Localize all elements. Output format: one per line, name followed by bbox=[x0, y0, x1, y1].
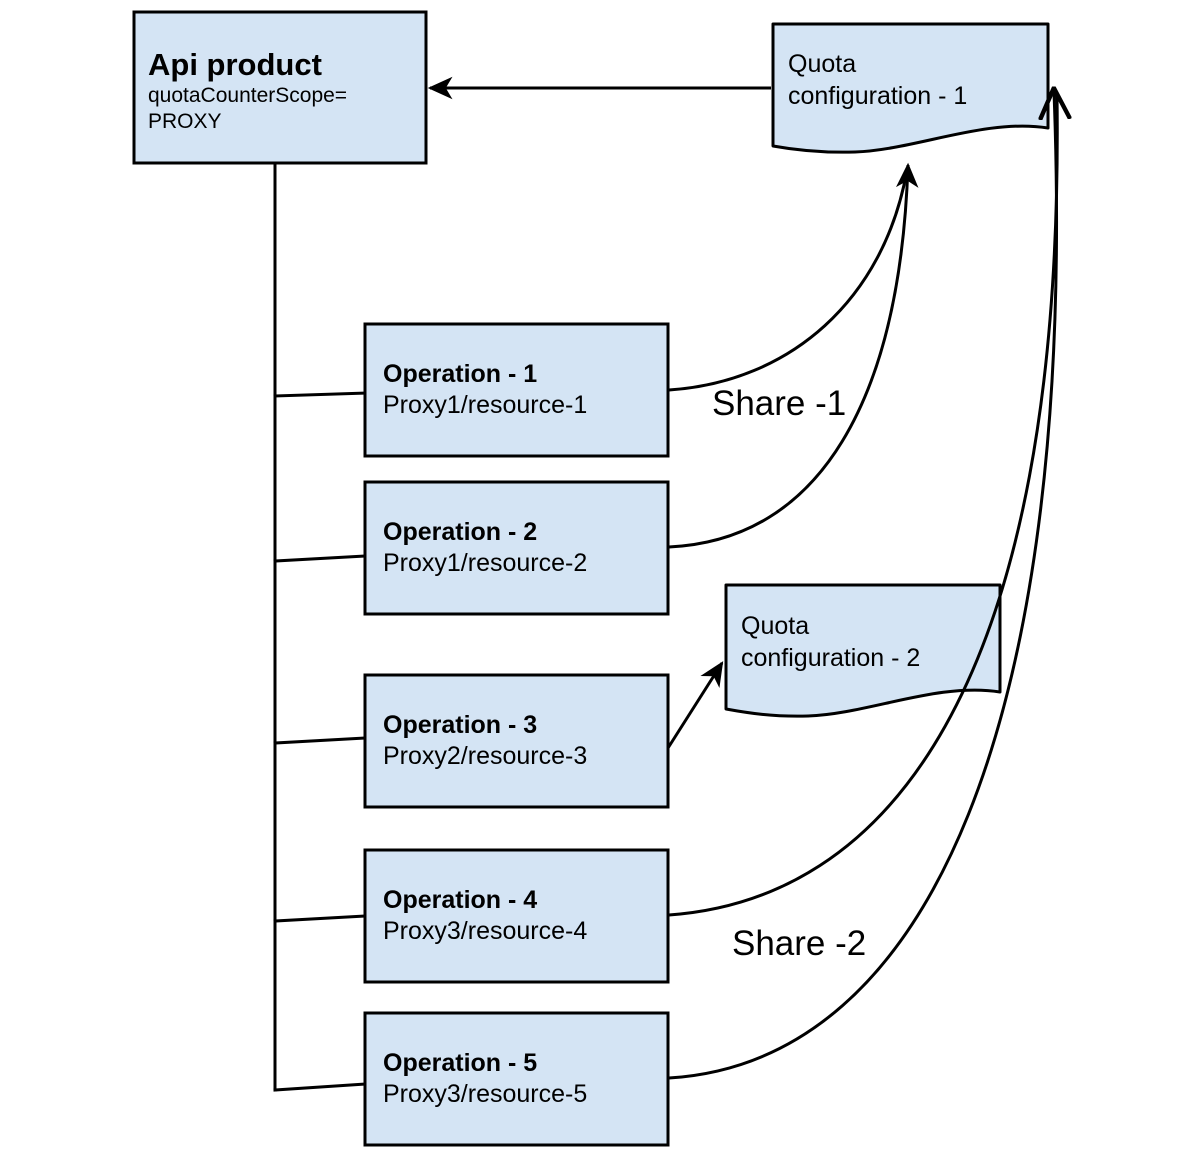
edge-operation-1-to-quota1 bbox=[668, 169, 909, 392]
quota-configuration-1-box[interactable] bbox=[771, 22, 1050, 154]
operation-4-box[interactable] bbox=[363, 848, 670, 984]
api-product-box[interactable] bbox=[132, 10, 428, 165]
operation-3-box[interactable] bbox=[363, 673, 670, 809]
edge-operation-3-to-quota2 bbox=[666, 661, 724, 749]
edge-operation-4-to-quota1 bbox=[668, 94, 1059, 917]
edge-operation-5-to-quota1 bbox=[668, 92, 1057, 1080]
share-2-label: Share -2 bbox=[732, 924, 867, 963]
operation-2-box[interactable] bbox=[363, 480, 670, 616]
product-to-operations-tree bbox=[273, 161, 368, 1092]
quota-configuration-2-box[interactable] bbox=[724, 583, 1002, 718]
share-1-label: Share -1 bbox=[712, 384, 847, 423]
operation-1-box[interactable] bbox=[363, 322, 670, 458]
operation-5-box[interactable] bbox=[363, 1011, 670, 1147]
edge-operation-2-to-quota1 bbox=[668, 162, 919, 549]
